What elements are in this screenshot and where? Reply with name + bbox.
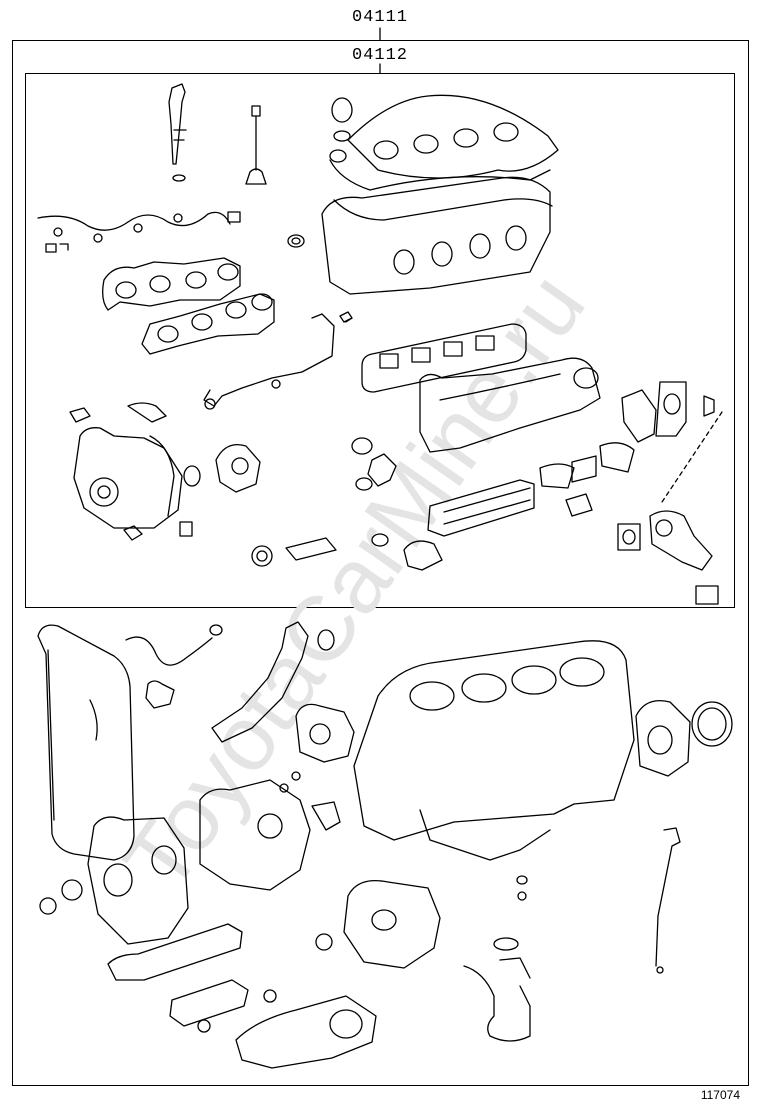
wire-harness-drawing (203, 313, 335, 410)
seal-drawing (287, 234, 353, 323)
intake-gasket-drawing (361, 323, 527, 393)
injection-pump-drawing (315, 879, 441, 969)
egr-cooler-drawing (427, 455, 597, 537)
exhaust-manifold-drawing (102, 257, 241, 311)
glow-plug-wiring-drawing (37, 211, 241, 253)
oil-strainer-drawing (463, 937, 531, 1042)
figure-number: 117074 (700, 1088, 740, 1102)
water-pump-drawing (295, 703, 355, 763)
sensor-harness-drawing (125, 624, 223, 709)
oil-level-gauge-drawing (655, 827, 681, 974)
leader-dashed (661, 411, 723, 503)
cylinder-head-cover-drawing (329, 94, 559, 191)
water-inlet-drawing (183, 443, 261, 493)
oil-pump-cover-drawing (235, 995, 377, 1069)
cylinder-head-drawing (321, 176, 553, 295)
oil-seal-retainer-drawing (635, 699, 733, 777)
valve-drawing (245, 105, 267, 185)
oil-cooler-drawing (107, 923, 277, 1033)
exhaust-gasket-drawing (141, 293, 275, 355)
timing-case-drawing (199, 779, 341, 891)
thermostat-drawing (351, 437, 397, 491)
timing-belt-cover-drawing (37, 624, 135, 861)
egr-valve-drawing (599, 381, 715, 473)
small-seal-drawing (279, 771, 528, 901)
engine-overhaul-kit-frame (12, 40, 749, 1086)
flange-gasket-drawing (617, 510, 719, 605)
cylinder-block-drawing (353, 640, 635, 861)
kit-part-number: 04111 (352, 8, 409, 27)
water-pipe-drawing (211, 621, 335, 743)
turbocharger-drawing (69, 402, 193, 541)
pipe-drawing (251, 533, 443, 571)
front-cover-drawing (39, 816, 189, 945)
intake-manifold-drawing (419, 357, 601, 453)
subkit-part-number: 04112 (352, 46, 409, 65)
injector-drawing (168, 83, 187, 182)
